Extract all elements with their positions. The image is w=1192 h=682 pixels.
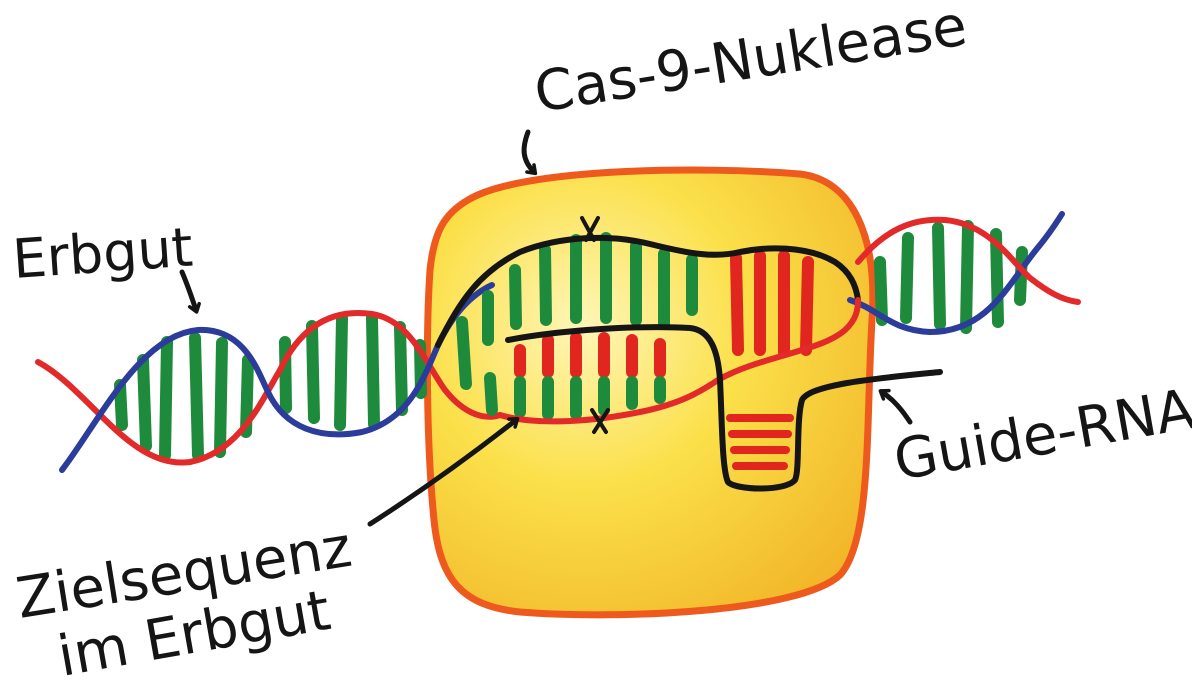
right-helix-bases [880, 226, 1022, 328]
arrow-to-guide-rna-icon [882, 392, 910, 422]
label-cas9-nuclease: Cas-9-Nuklease [530, 0, 971, 126]
arrow-to-protein-icon [524, 132, 534, 172]
label-genome: Erbgut [11, 216, 195, 291]
label-guide-rna: Guide-RNA [889, 377, 1192, 494]
protein-bottom-strand-bases [490, 378, 660, 414]
